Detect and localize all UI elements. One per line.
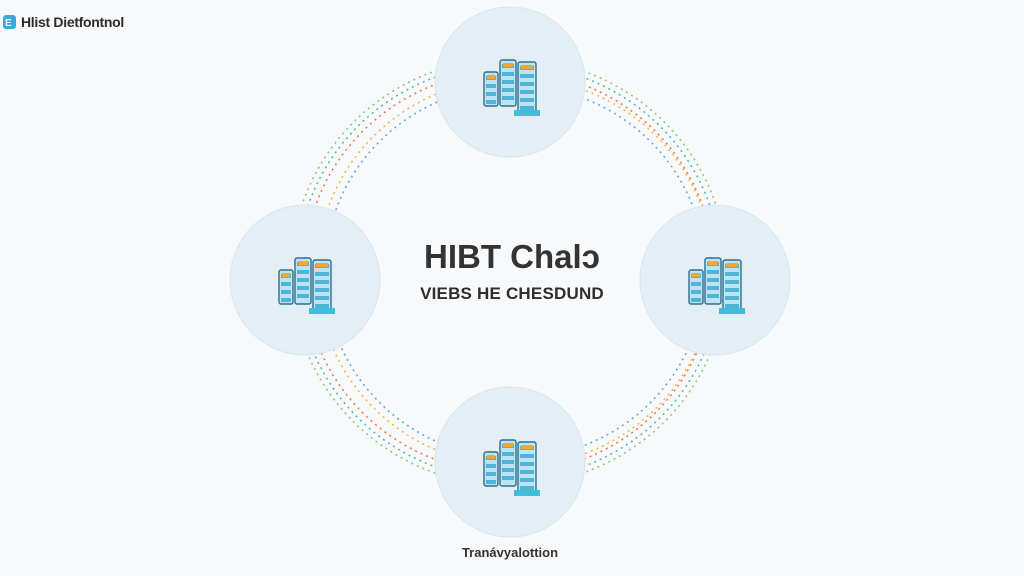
diagram-title: HIBT Chalↄ [423, 238, 601, 275]
node-top [434, 6, 586, 158]
server-rack-icon [688, 257, 745, 314]
logo: E Hlist Dietfontnol [2, 12, 124, 32]
logo-text: Hlist Dietfontnol [21, 14, 124, 30]
nodes [229, 6, 791, 538]
server-rack-icon [483, 59, 540, 116]
node-left [229, 204, 381, 356]
logo-icon: E [3, 15, 16, 29]
node-right [639, 204, 791, 356]
server-rack-icon [278, 257, 335, 314]
diagram-subtitle: VIEBS HE CHESDUND [420, 284, 604, 303]
svg-text:E: E [5, 18, 12, 29]
bottom-caption: Tranávyalottion [461, 545, 559, 560]
server-rack-icon [483, 439, 540, 496]
node-bottom [434, 386, 586, 538]
